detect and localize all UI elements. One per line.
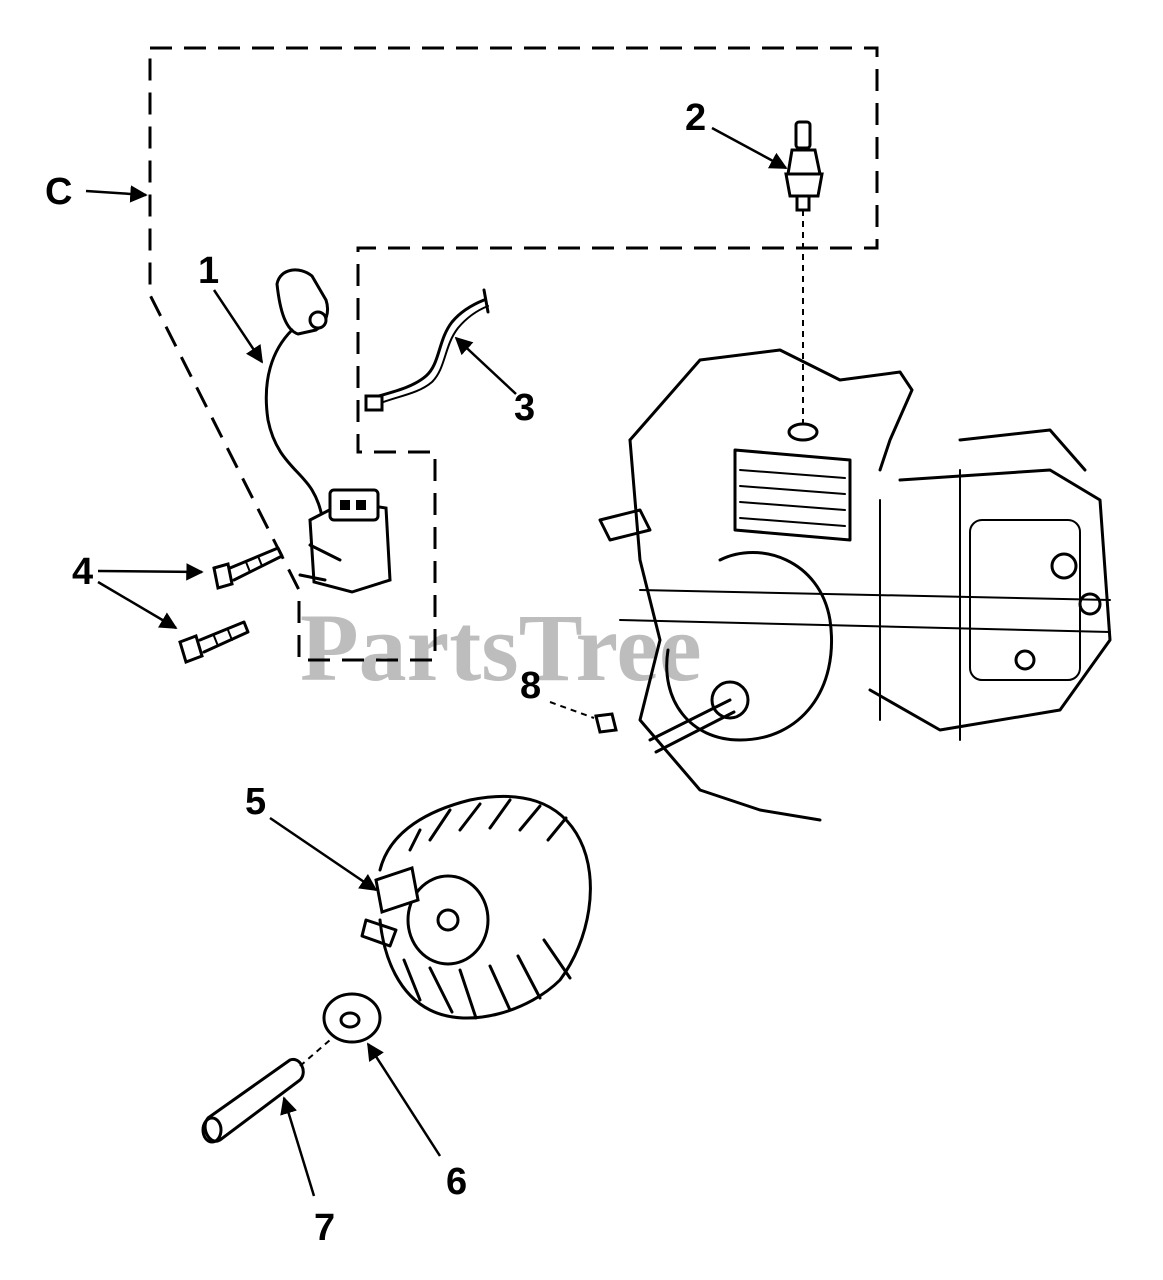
ground-wire[interactable] (364, 288, 490, 412)
callout-8[interactable]: 8 (520, 665, 595, 719)
callout-2[interactable]: 2 (685, 97, 788, 170)
washer[interactable] (322, 992, 382, 1044)
callout-2-label: 2 (685, 97, 706, 139)
callout-1-label: 1 (198, 250, 219, 292)
callout-c-arrow (85, 185, 148, 203)
callout-3-arrow (454, 336, 517, 395)
callout-5-arrow (269, 816, 378, 892)
spark-plug[interactable] (784, 120, 824, 430)
callout-6-arrow (366, 1042, 442, 1157)
callout-1-arrow (212, 289, 264, 364)
mounting-screw-upper[interactable] (212, 546, 284, 590)
callout-5[interactable]: 5 (245, 781, 378, 892)
callout-2-arrow (711, 126, 788, 170)
callout-6[interactable]: 6 (366, 1042, 467, 1203)
callout-4-label: 4 (72, 551, 93, 593)
callout-4-arrow-lower (97, 580, 178, 630)
pin-sleeve[interactable] (201, 1039, 331, 1144)
callout-4[interactable]: 4 (72, 551, 204, 630)
ignition-lead-wire (264, 328, 324, 518)
callout-1[interactable]: 1 (198, 250, 264, 364)
ignition-module[interactable] (264, 268, 392, 594)
callout-6-label: 6 (446, 1161, 467, 1203)
flywheel-hub (406, 874, 490, 966)
callout-8-leader (549, 701, 595, 719)
flywheel-key[interactable] (594, 712, 618, 734)
callout-3[interactable]: 3 (454, 336, 535, 429)
watermark-text: PartsTree (300, 594, 702, 701)
mounting-screw-lower[interactable] (178, 620, 250, 664)
callout-7-arrow (280, 1096, 316, 1197)
flywheel[interactable] (360, 794, 592, 1020)
callout-5-label: 5 (245, 781, 266, 823)
callout-3-label: 3 (514, 387, 535, 429)
callout-8-label: 8 (520, 665, 541, 707)
group-c-outline (148, 46, 879, 662)
callout-7-label: 7 (314, 1207, 335, 1249)
callout-c-label: C (45, 171, 72, 213)
callout-4-arrow-upper (97, 563, 204, 581)
engine-assembly (598, 348, 1112, 822)
callout-c[interactable]: C (45, 171, 148, 213)
callout-7[interactable]: 7 (280, 1096, 335, 1249)
